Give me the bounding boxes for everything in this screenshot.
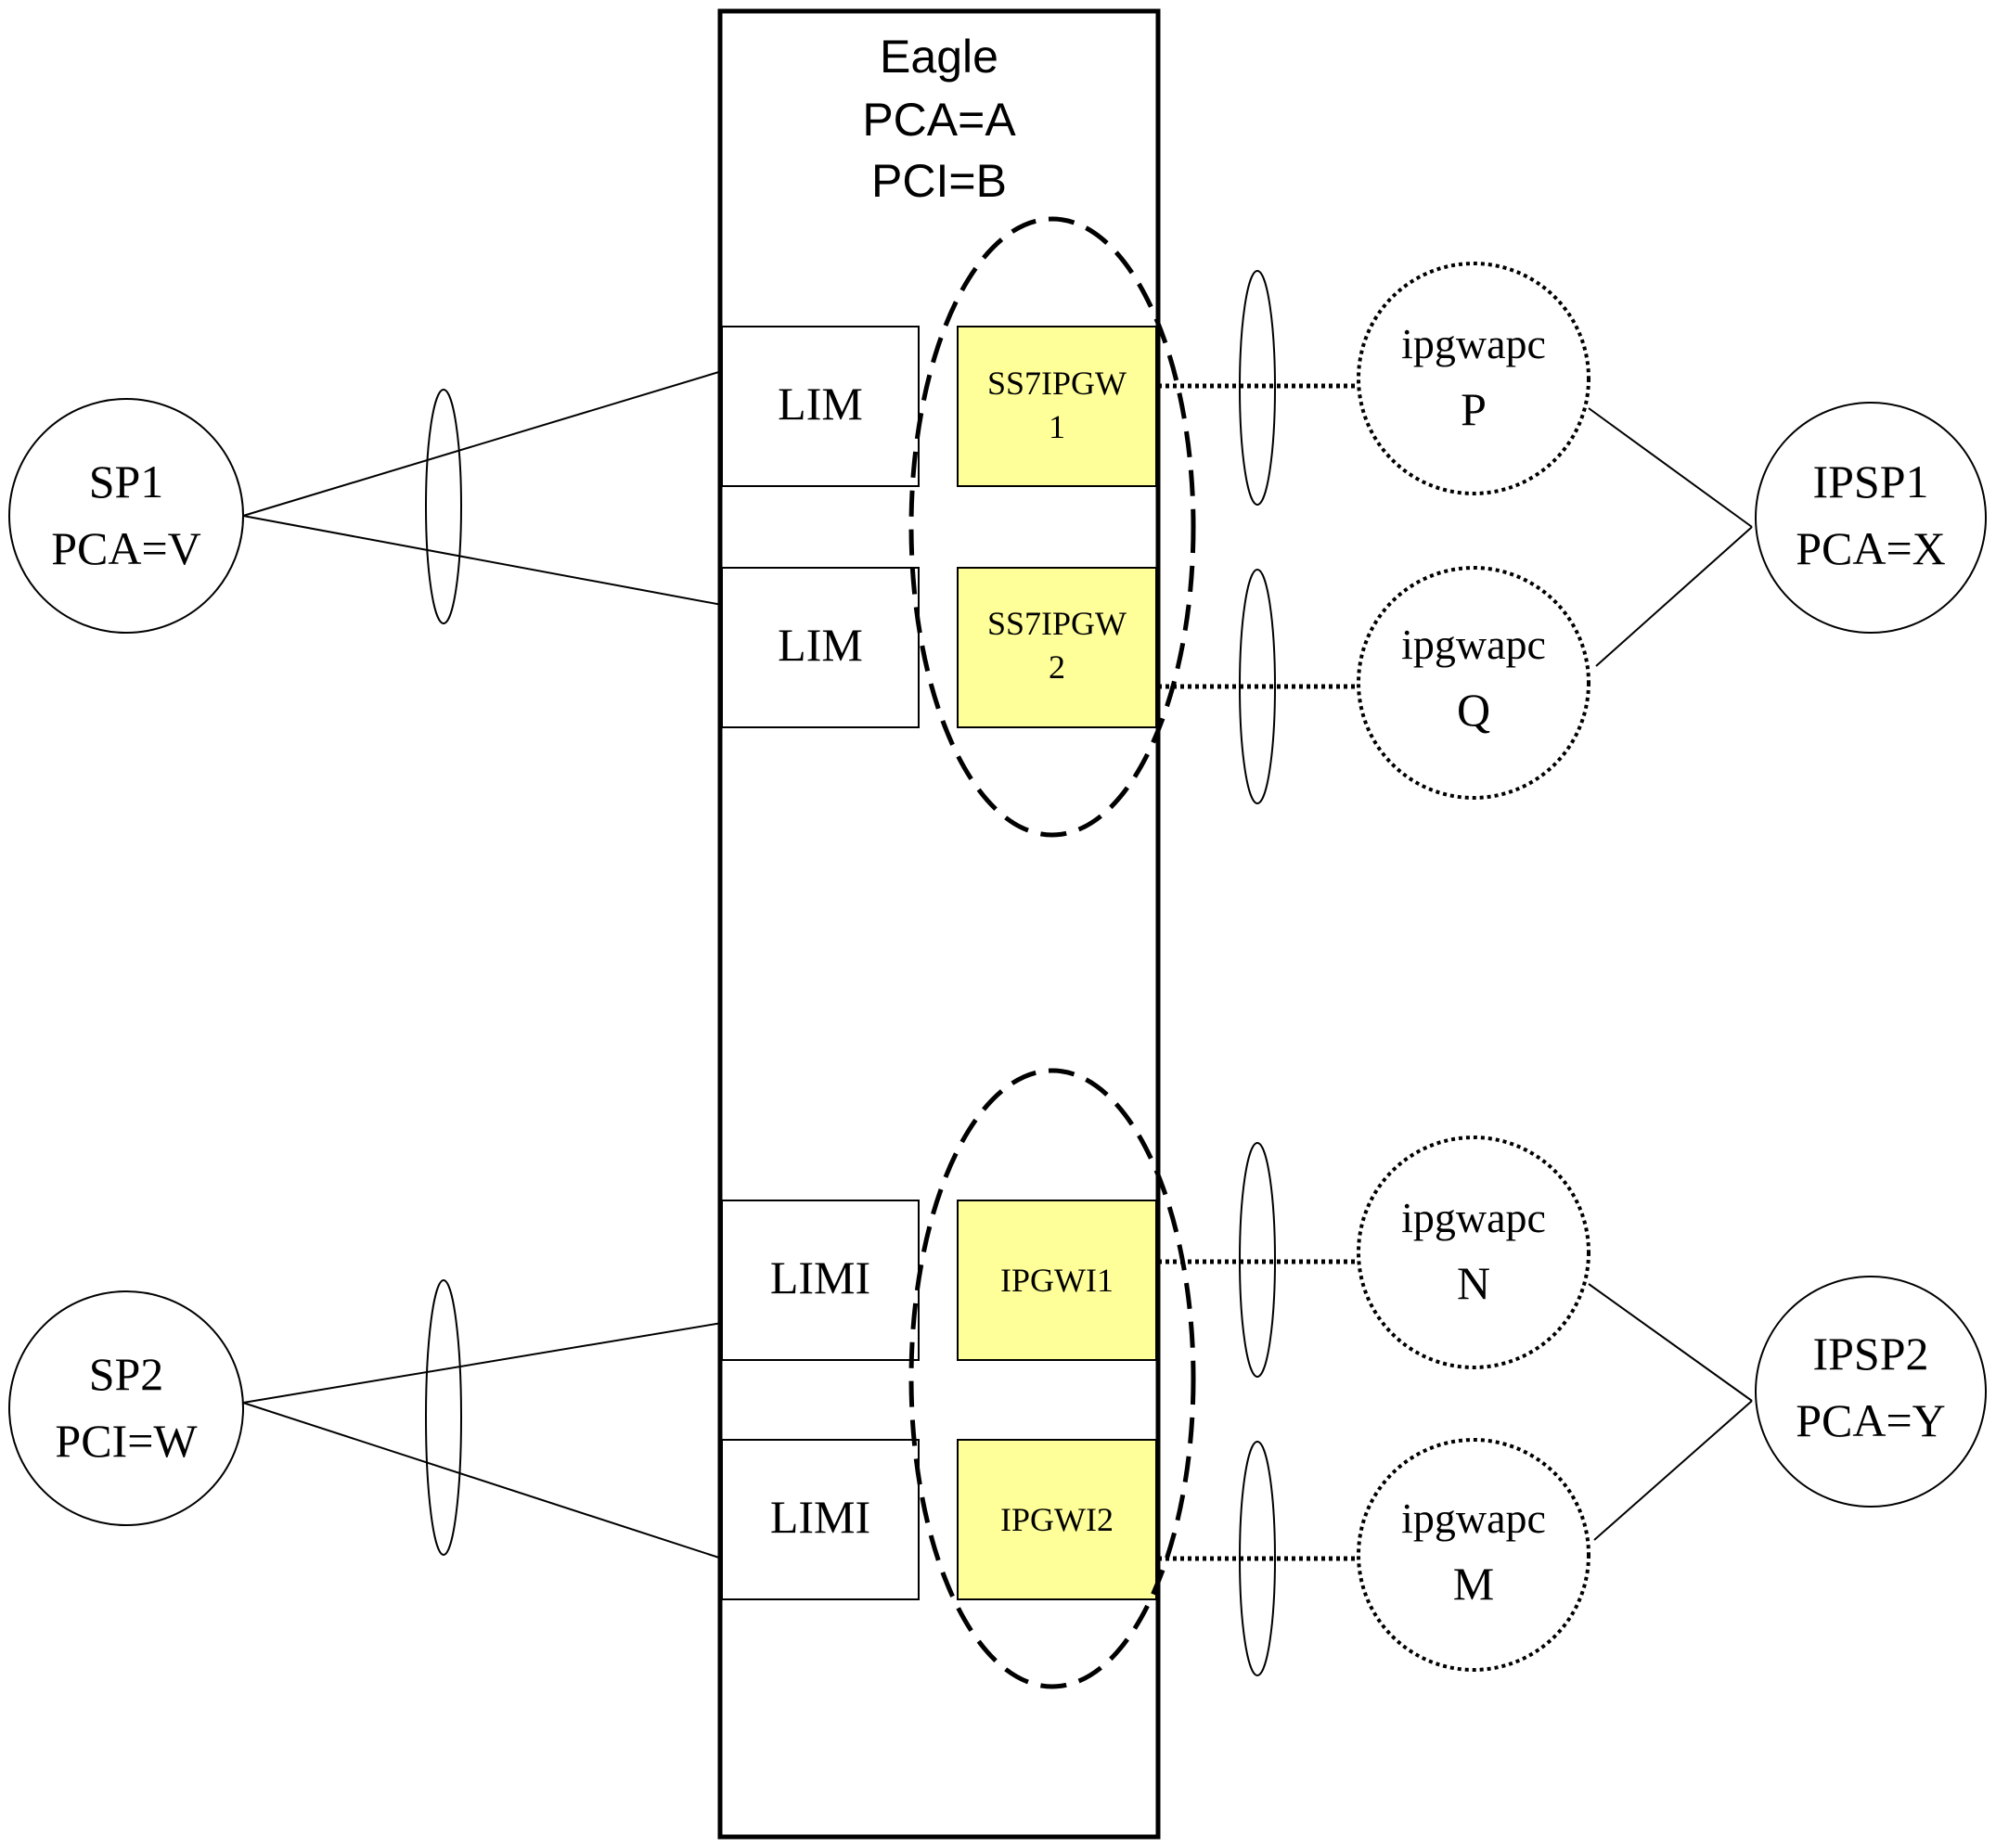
lim-2-label: LIM	[778, 619, 863, 671]
ipgwapc-q-id: Q	[1457, 684, 1490, 736]
limi-2-label: LIMI	[770, 1491, 870, 1543]
mate-set-ellipse-upper	[908, 216, 1196, 838]
ipgwapc-n-id: N	[1457, 1257, 1490, 1309]
ipgwapc-m-label: ipgwapc	[1401, 1495, 1546, 1542]
assoc-ellipse-q	[1239, 569, 1276, 804]
sp1-node	[8, 398, 244, 634]
ipsp2-node	[1755, 1276, 1987, 1508]
limi-2	[721, 1439, 920, 1600]
ss7ipgw-card-2	[957, 567, 1157, 728]
sp2-linkset-ellipse	[425, 1279, 462, 1556]
assoc-ellipse-m	[1239, 1441, 1276, 1676]
sp1-pc: PCA=V	[51, 522, 201, 574]
sp1-linkset-ellipse	[425, 389, 462, 624]
lim-1	[721, 326, 920, 487]
ipgwapc-p-node	[1357, 262, 1590, 495]
ipsp1-name: IPSP1	[1812, 456, 1928, 507]
lim-1-label: LIM	[778, 378, 863, 430]
ss7ipgw-card-2-line2: 2	[1049, 648, 1065, 686]
mate-set-ellipse-lower	[908, 1068, 1196, 1689]
ipsp1-node	[1755, 402, 1987, 634]
ss7ipgw-card-1-line1: SS7IPGW	[987, 365, 1127, 402]
assoc-ellipse-n	[1239, 1142, 1276, 1378]
ipsp2-name: IPSP2	[1812, 1328, 1928, 1380]
ipgwapc-q-label: ipgwapc	[1401, 621, 1546, 668]
ss7ipgw-card-1	[957, 326, 1157, 487]
sp2-link-2	[242, 1402, 723, 1559]
ipgwi-card-2	[957, 1439, 1157, 1600]
ipsp2-link-n	[1588, 1283, 1753, 1402]
ipsp1-link-p	[1588, 407, 1753, 528]
ipgwapc-n-label: ipgwapc	[1401, 1194, 1546, 1241]
ss7ipgw-card-1-line2: 1	[1049, 408, 1065, 445]
ipsp1-pc: PCA=X	[1796, 522, 1946, 574]
sp2-pc: PCI=W	[55, 1415, 198, 1467]
sp2-link-1	[242, 1322, 723, 1404]
eagle-pci: PCI=B	[871, 155, 1007, 207]
eagle-title: Eagle	[880, 31, 998, 83]
ipgwapc-q-node	[1357, 566, 1590, 800]
ipgwapc-m-node	[1357, 1438, 1590, 1672]
assoc-ellipse-p	[1239, 270, 1276, 506]
ipgwapc-m-id: M	[1453, 1558, 1494, 1610]
limi-1-label: LIMI	[770, 1251, 870, 1303]
lim-2	[721, 567, 920, 728]
ipgwi-card-2-label: IPGWI2	[1000, 1501, 1114, 1538]
ipsp2-pc: PCA=Y	[1796, 1394, 1946, 1446]
ipgwi-card-1	[957, 1200, 1157, 1361]
ipgwapc-n-node	[1357, 1136, 1590, 1369]
sp1-name: SP1	[89, 456, 164, 507]
ss7ipgw-card-2-line1: SS7IPGW	[987, 605, 1127, 642]
sp2-name: SP2	[89, 1348, 164, 1400]
sp1-link-2	[242, 515, 723, 606]
ipgwapc-p-label: ipgwapc	[1401, 320, 1546, 367]
ipgwapc-p-id: P	[1461, 383, 1487, 435]
eagle-chassis	[717, 8, 1161, 1840]
ipsp2-link-m	[1593, 1400, 1753, 1541]
sp1-link-1	[242, 370, 723, 517]
ipsp1-link-q	[1595, 526, 1753, 667]
eagle-pca: PCA=A	[862, 94, 1016, 146]
ipgwi-card-1-label: IPGWI1	[1000, 1262, 1114, 1299]
sp2-node	[8, 1290, 244, 1526]
